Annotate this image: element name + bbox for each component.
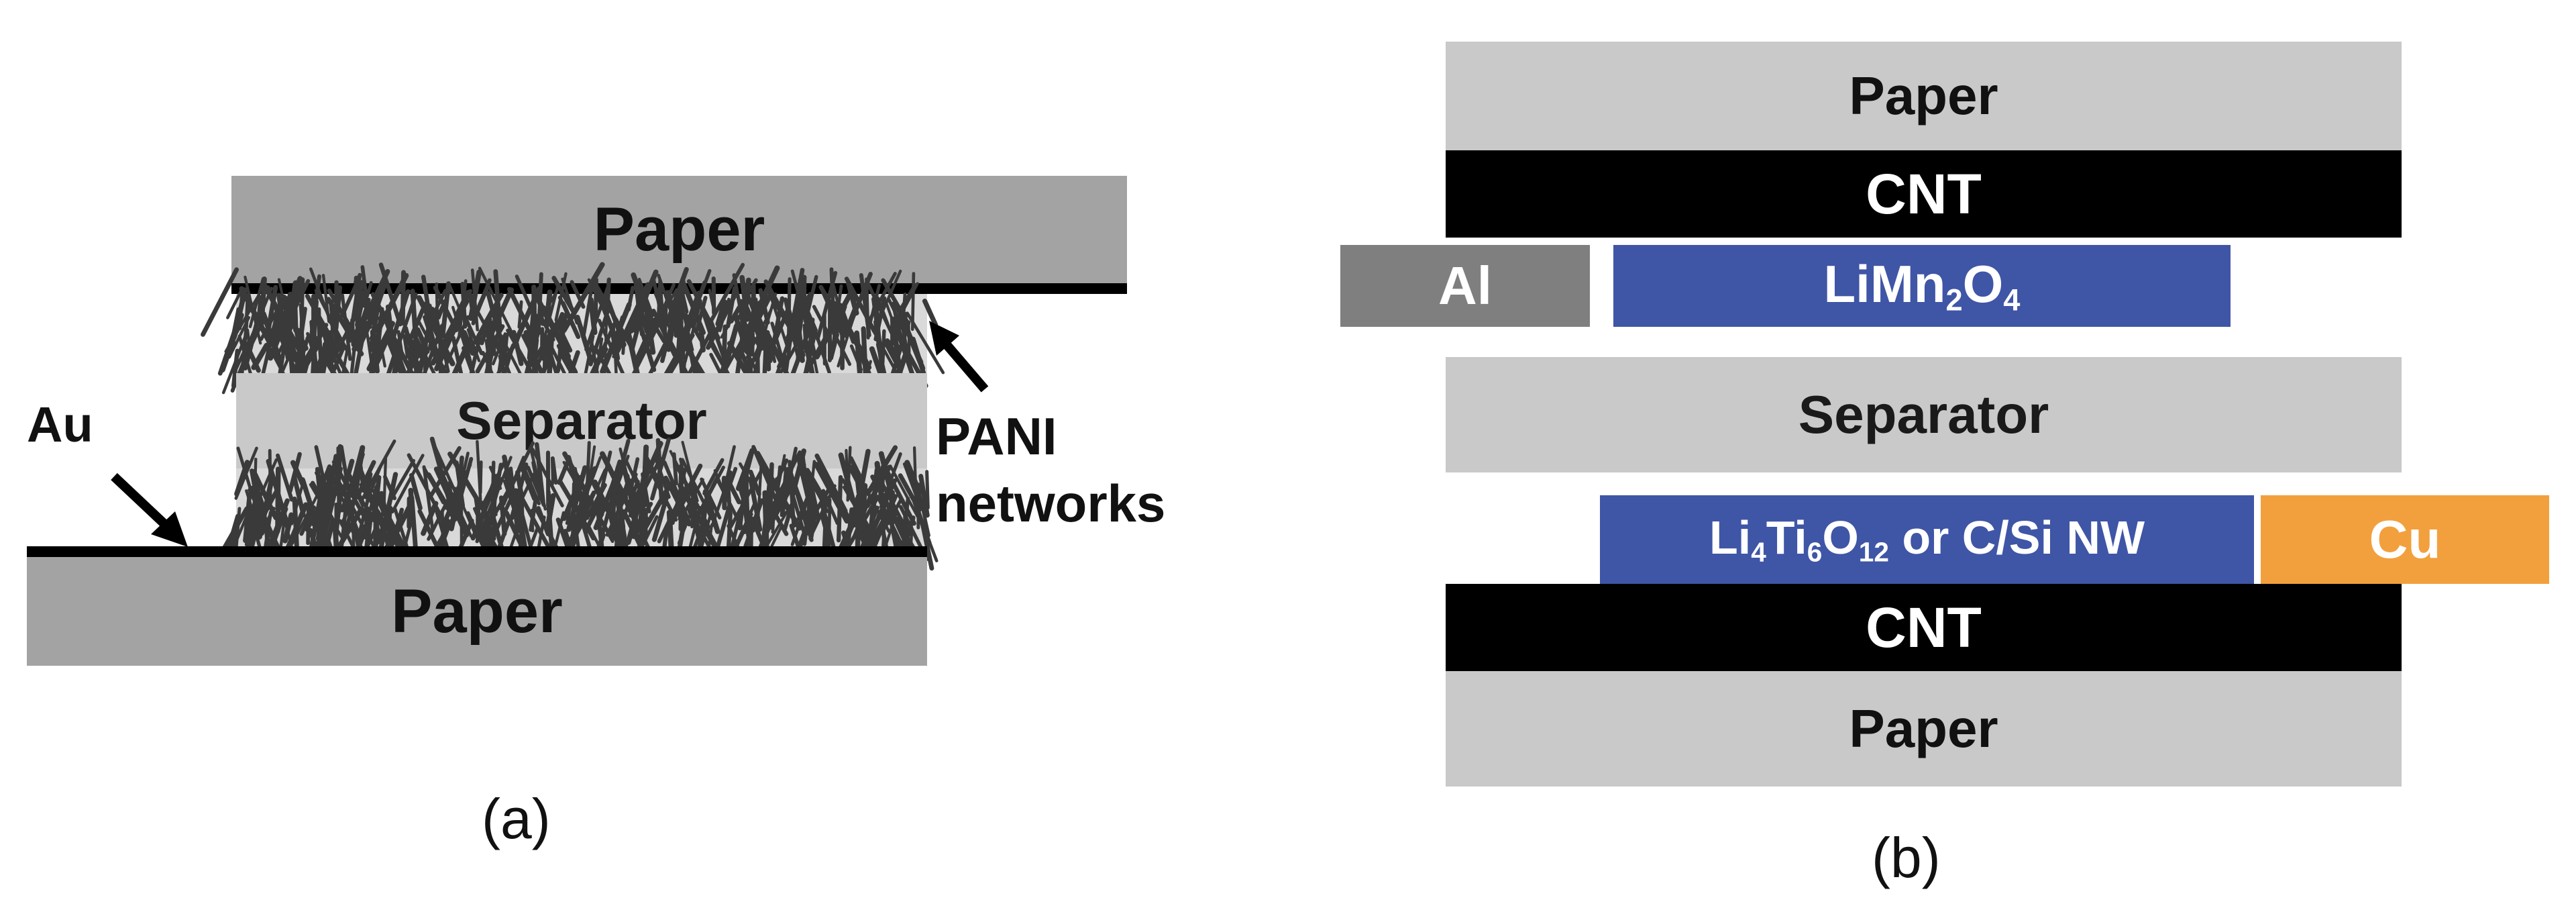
panel-a-bottom-electrode-line	[27, 546, 927, 557]
anode-text-3: O	[1822, 511, 1859, 564]
panel-b-cnt-top-label: CNT	[1866, 162, 1982, 225]
panel-b-al-current-collector: Al	[1340, 245, 1590, 327]
cathode-text-1: LiMn	[1823, 254, 1946, 314]
anode-sub-2: 6	[1807, 536, 1823, 568]
anode-text-4: or C/Si NW	[1888, 511, 2145, 564]
panel-a-pani-network-top	[201, 262, 945, 408]
panel-a-paper-bottom-label: Paper	[391, 576, 563, 646]
panel-a-separator: Separator	[236, 373, 927, 468]
panel-b-cnt-bottom: CNT	[1446, 584, 2402, 671]
panel-b-cu-label: Cu	[2369, 509, 2441, 569]
panel-b-paper-bottom-label: Paper	[1849, 699, 1998, 758]
anode-text-1: Li	[1709, 511, 1752, 564]
panel-b-cathode-label: LiMn2O4	[1824, 254, 2021, 318]
anode-sub-3: 12	[1858, 536, 1889, 568]
panel-a-pani-label: PANI networks	[936, 403, 1165, 537]
panel-a-paper-bottom: Paper	[27, 557, 927, 666]
anode-sub-1: 4	[1751, 536, 1766, 568]
panel-b-paper-top: Paper	[1446, 42, 2402, 150]
panel-b-caption: (b)	[1872, 826, 1941, 889]
panel-b-separator-label: Separator	[1798, 385, 2049, 444]
panel-b-cu-current-collector: Cu	[2261, 495, 2549, 584]
panel-b-al-label: Al	[1438, 256, 1492, 315]
cathode-sub-2: 4	[2003, 283, 2021, 317]
anode-text-2: Ti	[1766, 511, 1807, 564]
panel-a-caption: (a)	[482, 787, 551, 850]
panel-b-anode: Li4Ti6O12 or C/Si NW	[1600, 495, 2254, 584]
panel-a-separator-label: Separator	[456, 391, 707, 450]
panel-b-cnt-bottom-label: CNT	[1866, 595, 1982, 659]
panel-a-pani-label-line2: networks	[936, 474, 1166, 533]
cathode-sub-1: 2	[1945, 283, 1963, 317]
panel-b-cathode: LiMn2O4	[1613, 245, 2231, 327]
panel-b-cnt-top: CNT	[1446, 150, 2402, 238]
panel-b-paper-bottom: Paper	[1446, 671, 2402, 787]
panel-a-pani-network-bottom	[220, 436, 938, 583]
panel-b-separator: Separator	[1446, 357, 2402, 472]
panel-a-paper-top-label: Paper	[593, 195, 765, 264]
panel-b-paper-top-label: Paper	[1849, 66, 1998, 125]
panel-a-au-label: Au	[27, 397, 93, 452]
panel-a-pani-label-line1: PANI	[936, 407, 1057, 466]
panel-b-anode-label: Li4Ti6O12 or C/Si NW	[1709, 511, 2145, 568]
cathode-text-2: O	[1962, 254, 2004, 314]
